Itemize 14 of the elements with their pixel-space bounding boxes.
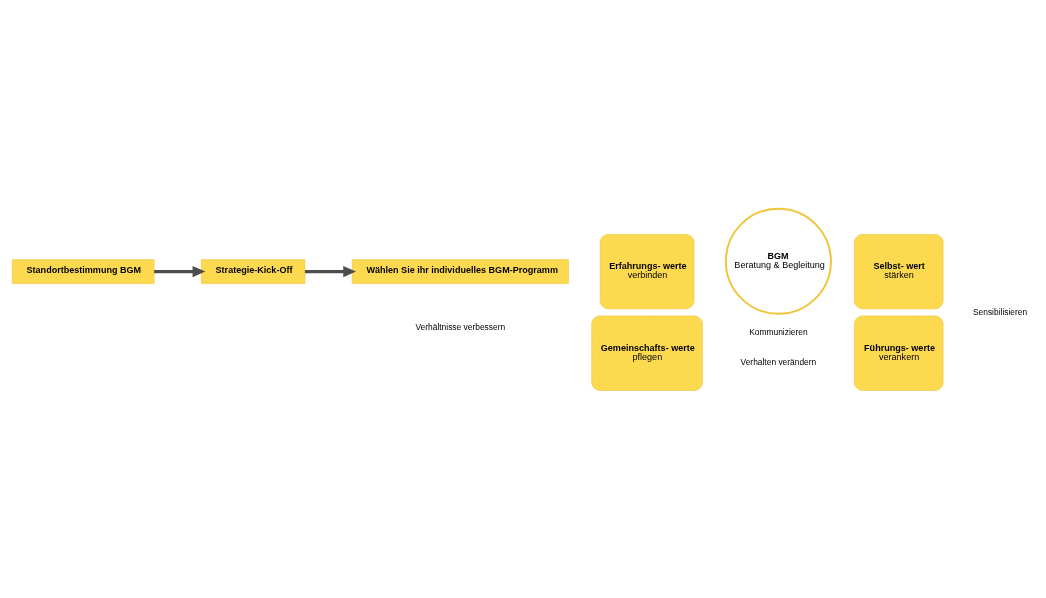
label: Verhalten verändern xyxy=(740,356,817,367)
label: Sensibilisieren xyxy=(972,306,1028,317)
node-box: Selbst- wert stärken xyxy=(854,233,944,309)
node-box: Gemeinschafts- werte pflegen xyxy=(591,315,703,391)
arrow xyxy=(154,265,206,277)
node-box: Erfahrungs- werte verbinden xyxy=(599,233,695,309)
node-circle: BGM Beratung & Begleitung xyxy=(724,207,832,315)
node-box: Standortbestimmung BGM xyxy=(11,258,155,284)
label: Verhältnisse verbessern xyxy=(415,321,506,332)
node-box: Strategie-Kick-Off xyxy=(201,258,306,284)
arrow xyxy=(304,265,357,277)
node-box: Führungs- werte verankern xyxy=(854,315,944,391)
node-box: Wählen Sie ihr individuelles BGM-Programm xyxy=(351,258,569,284)
label: Kommunizieren xyxy=(749,326,808,337)
